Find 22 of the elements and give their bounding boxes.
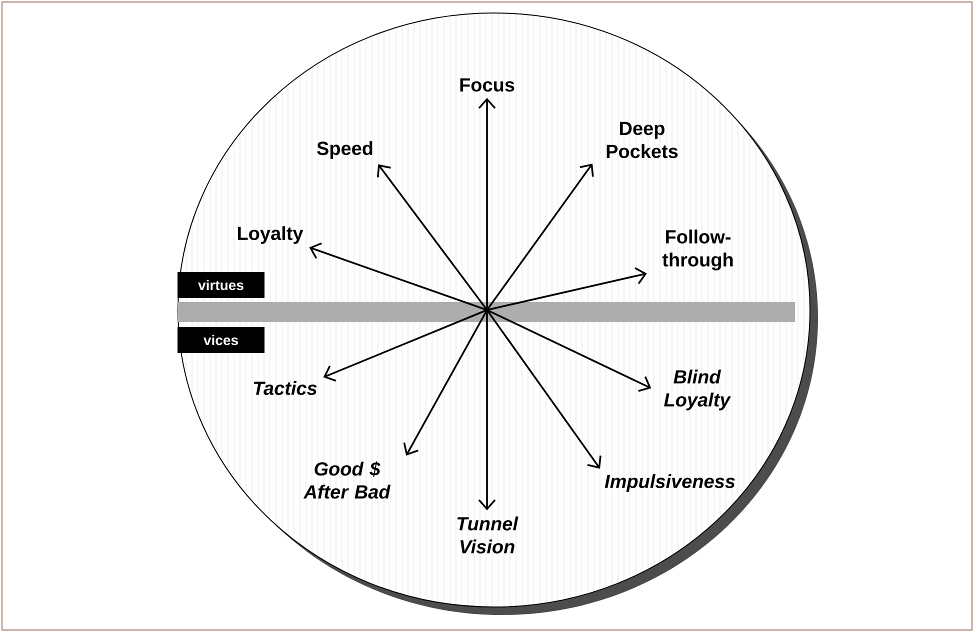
virtue-label: Loyalty	[238, 226, 304, 244]
category-tag: virtues	[178, 272, 264, 298]
arrow	[486, 164, 594, 311]
category-tag: vices	[178, 327, 264, 353]
vice-label: Tactics	[254, 381, 317, 395]
vice-label: Good $ After Bad	[303, 461, 391, 499]
vice-label: Tunnel Vision	[457, 516, 518, 554]
virtue-label: Deep Pockets	[606, 122, 678, 158]
arrow	[478, 98, 496, 310]
virtue-label: Focus	[460, 78, 514, 92]
arrow	[403, 310, 488, 456]
arrow	[486, 309, 602, 469]
vice-label: Impulsiveness	[604, 474, 735, 492]
arrow	[377, 164, 488, 311]
virtue-label: Follow-through	[662, 230, 733, 270]
arrow	[309, 242, 488, 311]
arrow	[323, 309, 488, 382]
vice-label: Blind Loyalty	[664, 370, 732, 410]
arrow	[486, 267, 647, 311]
arrow	[478, 310, 496, 510]
virtue-label: Speed	[317, 141, 372, 159]
arrow	[486, 309, 652, 392]
